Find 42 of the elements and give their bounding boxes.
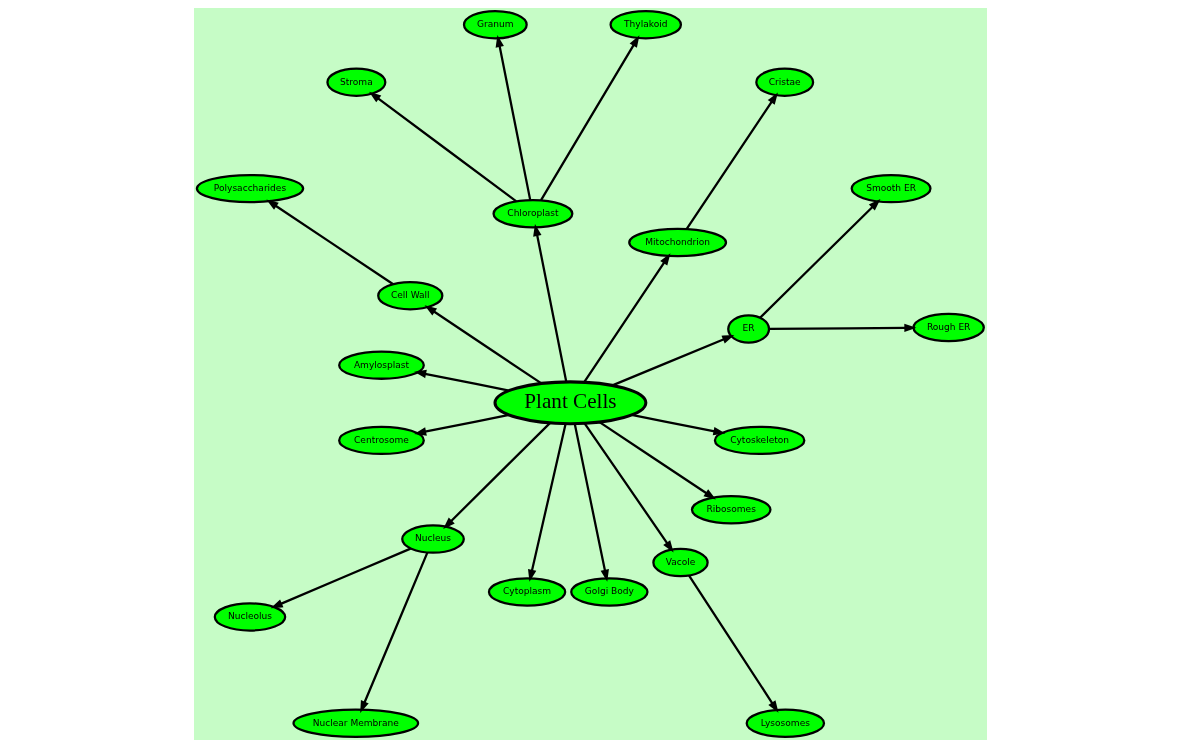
arrow: [414, 369, 510, 392]
arrow: [424, 305, 543, 385]
node-ellipse: Cristae: [755, 67, 815, 97]
node-ellipse: Polysaccharides: [195, 173, 305, 204]
arrow: [583, 253, 671, 383]
arrow: [369, 91, 517, 203]
node-ellipse: Cell Wall: [377, 280, 444, 311]
arrow: [685, 92, 778, 230]
node-ellipse: Cytoplasm: [487, 577, 567, 607]
arrow: [540, 35, 640, 201]
arrow: [266, 199, 394, 285]
arrow: [769, 323, 917, 333]
node-ellipse: Nucleolus: [213, 602, 287, 632]
arrow: [414, 413, 510, 436]
node-ellipse: Thylakoid: [609, 9, 683, 40]
arrow: [612, 334, 735, 387]
node-ellipse: Nuclear Membrane: [292, 708, 420, 739]
arrow: [598, 421, 716, 500]
arrow: [533, 223, 568, 383]
node-ellipse: Plant Cells: [493, 380, 648, 426]
arrow: [528, 423, 567, 582]
node-ellipse: Golgi Body: [570, 577, 649, 607]
node-ellipse: Smooth ER: [850, 173, 932, 204]
node-ellipse: Rough ER: [912, 312, 985, 343]
node-ellipse: Vacole: [652, 547, 709, 578]
arrow: [495, 35, 532, 201]
arrow: [360, 552, 429, 713]
node-ellipse: Granum: [462, 9, 528, 40]
node-ellipse: Lysosomes: [745, 708, 826, 738]
arrow: [759, 199, 881, 319]
arrow: [443, 422, 551, 530]
arrow: [573, 423, 609, 582]
arrow: [631, 413, 726, 436]
node-ellipse: ER: [727, 314, 771, 344]
node-ellipse: Stroma: [326, 67, 387, 97]
node-ellipse: Mitochondrion: [628, 227, 728, 258]
node-ellipse: Chloroplast: [492, 199, 574, 229]
arrow: [270, 547, 411, 609]
node-ellipse: Ribosomes: [690, 495, 772, 525]
arrow: [583, 422, 674, 553]
arrow: [688, 575, 779, 713]
node-ellipse: Nucleus: [401, 524, 465, 554]
